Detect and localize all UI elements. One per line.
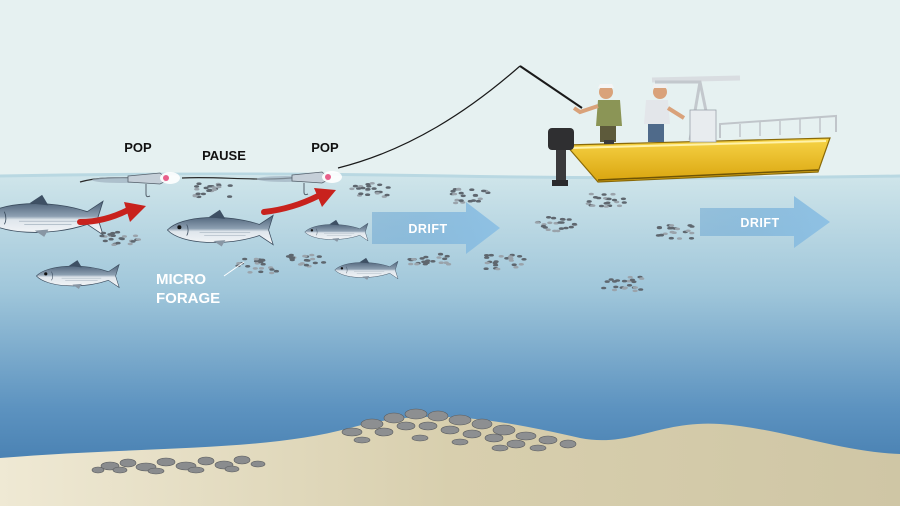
sea-floor xyxy=(0,416,900,506)
popper-lure-left xyxy=(127,172,180,198)
micro-forage-label-line1: MICRO xyxy=(156,271,206,288)
forage-cluster xyxy=(192,182,233,199)
pause-label: PAUSE xyxy=(202,148,246,163)
forage-cluster xyxy=(407,252,452,266)
drift-arrow-right xyxy=(700,196,830,248)
drift-arrow-left xyxy=(372,202,500,254)
fishing-rod xyxy=(519,65,583,109)
forage-cluster xyxy=(534,216,578,233)
pop-label-left: POP xyxy=(124,140,152,155)
angler-assistant xyxy=(644,84,686,142)
forage-cluster xyxy=(285,253,327,268)
forage-cluster xyxy=(235,257,279,275)
angler-fishing xyxy=(572,84,622,144)
forage-cluster xyxy=(483,253,527,271)
rocks-center xyxy=(341,408,577,452)
popper-lure-right xyxy=(291,171,342,196)
forage-cluster xyxy=(349,182,391,198)
forage-cluster xyxy=(99,230,142,246)
pop-arrow-right xyxy=(261,188,336,215)
boat-hull xyxy=(564,137,831,183)
forage-cluster xyxy=(601,275,645,293)
drift-label-right: DRIFT xyxy=(740,216,779,230)
micro-forage-clusters xyxy=(99,182,695,293)
rocks-left xyxy=(91,455,266,475)
label-pointer xyxy=(223,261,245,277)
forage-cluster xyxy=(585,192,627,208)
pop-label-right: POP xyxy=(311,140,339,155)
drift-label-left: DRIFT xyxy=(408,222,447,236)
micro-forage-label-line2: FORAGE xyxy=(156,290,220,307)
boat xyxy=(548,75,837,186)
forage-cluster xyxy=(449,187,491,205)
fishing-line xyxy=(337,65,521,169)
forage-cluster xyxy=(655,224,695,240)
pop-arrow-left xyxy=(77,202,146,225)
outboard-motor xyxy=(548,128,574,150)
